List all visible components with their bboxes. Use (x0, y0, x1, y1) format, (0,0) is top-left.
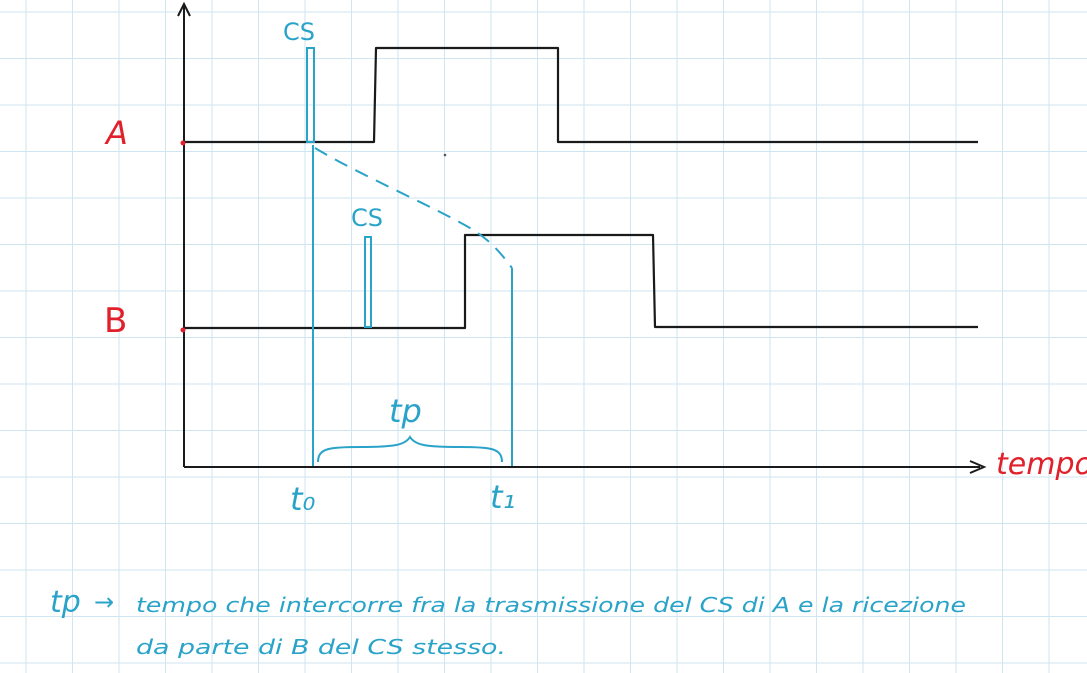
tp-label: tp (389, 392, 422, 430)
cs-b-label: CS (351, 204, 383, 232)
axis-label-tempo: tempo (996, 447, 1087, 482)
signal-a-label: A (104, 114, 128, 152)
note: tp → tempo che intercorre fra la trasmis… (50, 585, 966, 659)
signal-b-waveform (184, 233, 978, 330)
signal-b-label: B (104, 301, 127, 341)
note-line-1: tempo che intercorre fra la trasmissione… (136, 593, 966, 617)
tp-brace (317, 435, 503, 463)
cs-pulse-b (364, 236, 372, 328)
t0-label: t₀ (290, 480, 316, 518)
cs-a-label: CS (283, 18, 315, 46)
propagation-dashed-line (314, 147, 513, 269)
note-symbol: tp (50, 585, 81, 620)
signal-b-marker (180, 327, 186, 333)
t1-label: t₁ (490, 478, 515, 516)
signal-a-marker (180, 140, 186, 146)
cs-pulse-a (306, 47, 315, 143)
axes (177, 1, 987, 474)
stray-dot (443, 153, 447, 157)
x-axis-arrowhead (969, 460, 987, 474)
y-axis-arrowhead (177, 1, 191, 17)
note-arrow: → (94, 588, 114, 616)
signal-a-waveform (184, 46, 978, 144)
note-line-2: da parte di B del CS stesso. (136, 635, 506, 659)
